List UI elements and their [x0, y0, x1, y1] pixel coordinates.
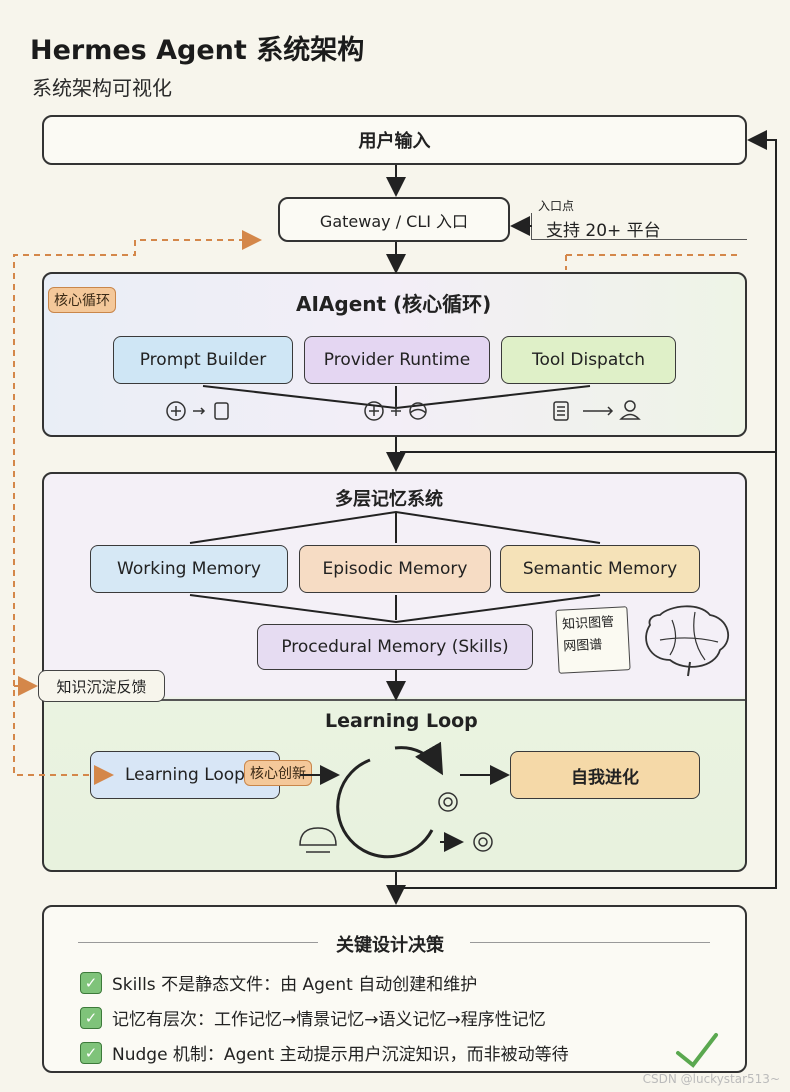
arrow-small-icon: [193, 407, 206, 415]
memory-merge: [189, 594, 601, 624]
page-subtitle: 系统架构可视化: [32, 76, 172, 100]
clipboard-icon: [214, 402, 229, 420]
learning-loop-label: Learning Loop: [125, 765, 245, 785]
core-innovation-tag: 核心创新: [244, 760, 312, 786]
gateway-label: Gateway / CLI 入口: [319, 211, 469, 231]
tool-dispatch-node: Tool Dispatch: [501, 336, 676, 384]
learning-title: Learning Loop: [325, 710, 478, 732]
memory-title: 多层记忆系统: [335, 489, 443, 510]
procedural-memory-node: Procedural Memory (Skills): [257, 624, 533, 670]
checkbox-icon: ✓: [80, 971, 102, 994]
feedback-label-box: 知识沉淀反馈: [38, 670, 165, 702]
loop-back-line: [400, 130, 777, 889]
core-loop-tag: 核心循环: [48, 287, 116, 313]
gear-icon: [438, 792, 458, 812]
working-memory-label: Working Memory: [117, 559, 261, 579]
aiagent-title: AIAgent (核心循环): [296, 292, 492, 316]
user-icon: [624, 400, 636, 412]
decision-text: Nudge 机制：Agent 主动提示用户沉淀知识，而非被动等待: [112, 1045, 569, 1065]
tool-dispatch-label: Tool Dispatch: [531, 350, 646, 370]
decision-text: Skills 不是静态文件：由 Agent 自动创建和维护: [112, 975, 478, 995]
plus-circle-icon-2: [364, 401, 384, 421]
episodic-memory-label: Episodic Memory: [322, 559, 468, 579]
semantic-memory-label: Semantic Memory: [522, 559, 678, 579]
procedural-memory-label: Procedural Memory (Skills): [281, 637, 509, 657]
checkbox-icon: ✓: [80, 1006, 102, 1029]
decision-text: 记忆有层次：工作记忆→情景记忆→语义记忆→程序性记忆: [112, 1010, 546, 1030]
prompt-builder-node: Prompt Builder: [113, 336, 293, 384]
gateway-note: 支持 20+ 平台: [546, 221, 661, 241]
brain-icon: [645, 605, 730, 668]
cycle-icon: [336, 758, 434, 859]
feedback-arrow-bottom: [13, 690, 114, 785]
watermark: CSDN @luckystar513~: [642, 1072, 780, 1086]
memory-panel: [42, 472, 747, 872]
feedback-arrow-top: [13, 230, 262, 686]
document-icon: [553, 401, 569, 421]
big-check-icon: [676, 1033, 718, 1068]
decision-item-1: ✓ Skills 不是静态文件：由 Agent 自动创建和维护: [80, 970, 477, 995]
decision-item-2: ✓ 记忆有层次：工作记忆→情景记忆→语义记忆→程序性记忆: [80, 1005, 546, 1030]
robot-icon: [299, 827, 337, 853]
page-title: Hermes Agent 系统架构: [30, 35, 365, 66]
gear-icon-2: [473, 832, 493, 852]
decisions-rule-left: [78, 942, 318, 943]
self-evolution-node: 自我进化: [510, 751, 700, 799]
user-input-box: 用户输入: [42, 115, 747, 165]
globe-icon: [409, 402, 427, 420]
feedback-label: 知识沉淀反馈: [56, 677, 147, 696]
semantic-memory-node: Semantic Memory: [500, 545, 700, 593]
decisions-panel: [42, 905, 747, 1073]
working-memory-node: Working Memory: [90, 545, 288, 593]
checkbox-icon: ✓: [80, 1041, 102, 1064]
decisions-rule-right: [470, 942, 710, 943]
gateway-note-small: 入口点: [538, 199, 575, 213]
self-evolution-label: 自我进化: [571, 767, 639, 788]
user-input-label: 用户输入: [358, 131, 431, 152]
decision-item-3: ✓ Nudge 机制：Agent 主动提示用户沉淀知识，而非被动等待: [80, 1040, 569, 1065]
decisions-title: 关键设计决策: [336, 935, 444, 956]
provider-runtime-node: Provider Runtime: [304, 336, 490, 384]
gateway-box: Gateway / CLI 入口: [278, 197, 510, 242]
arrow-long-icon: [583, 406, 614, 416]
episodic-memory-node: Episodic Memory: [299, 545, 491, 593]
prompt-builder-label: Prompt Builder: [139, 350, 267, 370]
plus-circle-icon: [166, 401, 186, 421]
provider-runtime-label: Provider Runtime: [323, 350, 471, 370]
